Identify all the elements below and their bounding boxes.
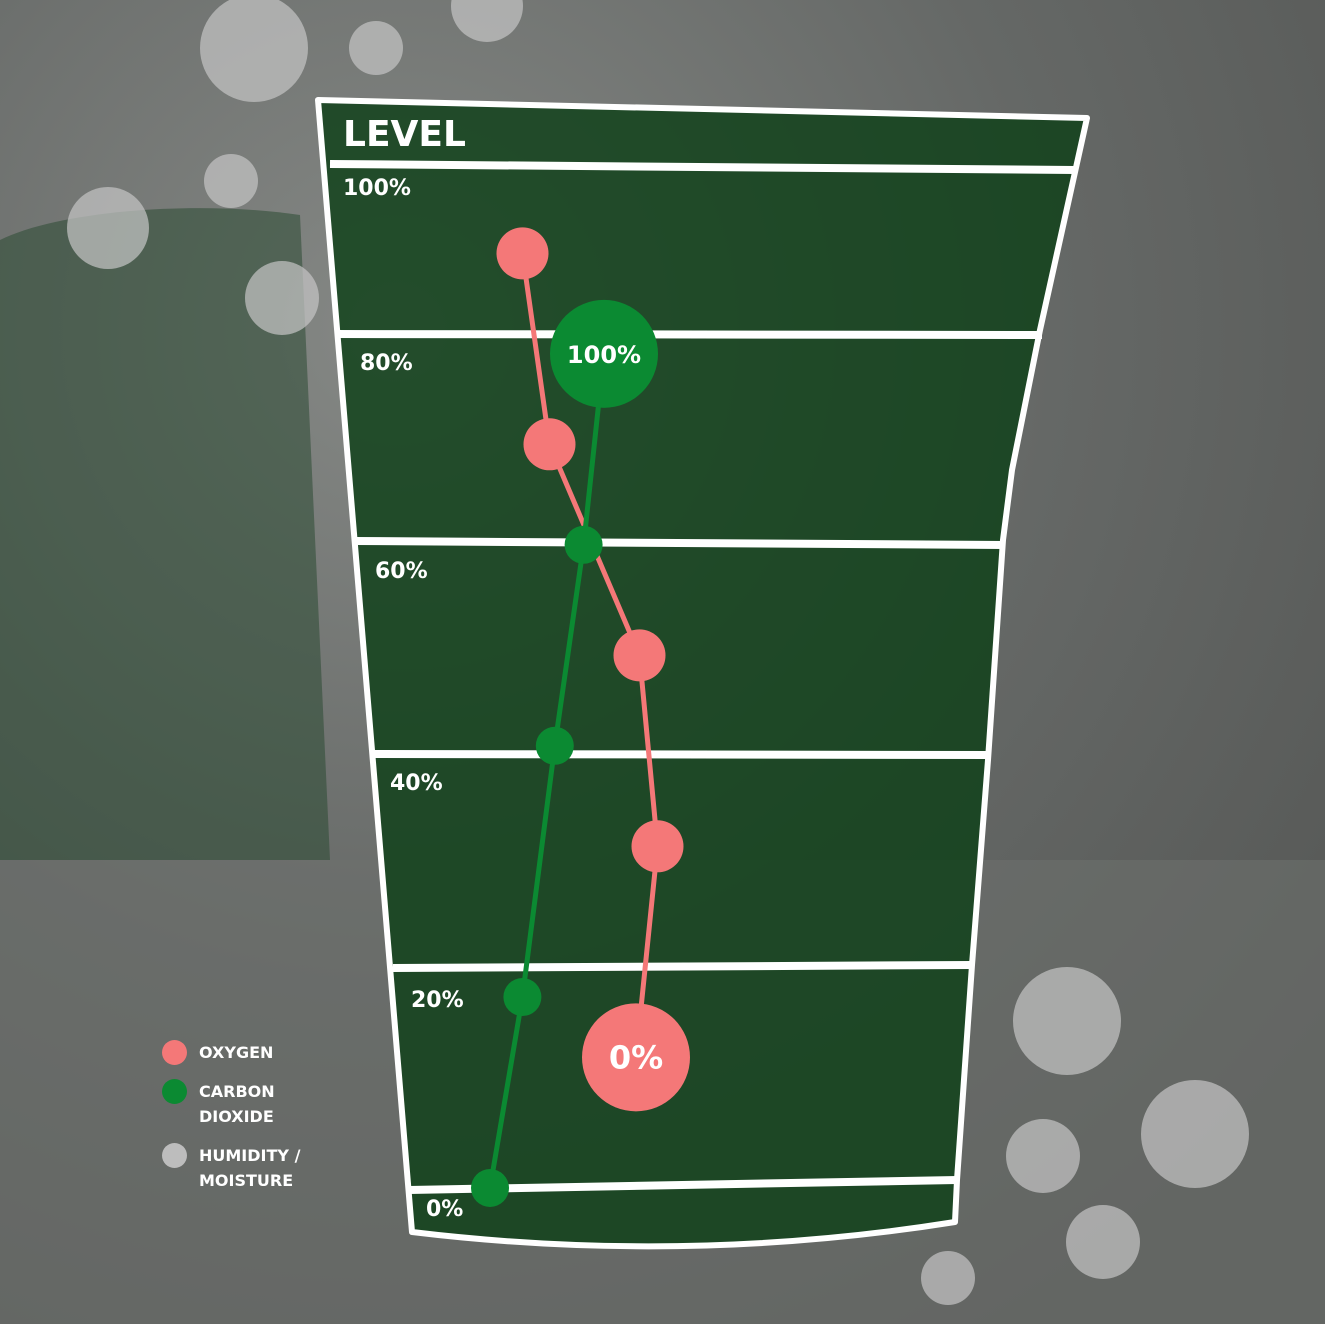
legend-item-carbon-dioxide: CARBON DIOXIDE [162, 1079, 382, 1129]
carbon-dioxide-point [471, 1169, 509, 1207]
moisture-bubble [204, 154, 258, 208]
legend-label: HUMIDITY / MOISTURE [199, 1146, 301, 1190]
level-band-divider [329, 160, 1076, 174]
oxygen-point [613, 629, 666, 682]
carbon-dioxide-legend-dot [162, 1079, 187, 1104]
level-tick-label: 20% [411, 988, 464, 1013]
level-band-divider [392, 961, 973, 972]
moisture-bubble [1141, 1080, 1249, 1188]
oxygen-legend-dot [162, 1040, 187, 1065]
humidity-legend-dot [162, 1143, 187, 1168]
moisture-bubble [1066, 1205, 1140, 1279]
oxygen-point [523, 418, 576, 471]
level-bands: 100% 80% 60% 40% 20% 0% [329, 160, 1076, 1222]
carbon-dioxide-point [535, 726, 574, 765]
oxygen-point [582, 1003, 690, 1112]
level-tick-label: 0% [426, 1197, 463, 1222]
moisture-bubble [67, 187, 149, 269]
level-band-divider [334, 330, 1043, 339]
moisture-bubble [245, 261, 319, 335]
carbon-dioxide-point [564, 525, 603, 564]
point-data-label: 100% [567, 341, 641, 369]
bag-outline [315, 97, 1090, 1250]
chart-title: LEVEL [343, 114, 466, 155]
legend-item-oxygen: OXYGEN [162, 1040, 382, 1065]
level-tick-label: 60% [375, 559, 428, 584]
level-band-divider [373, 750, 989, 759]
moisture-bubble [200, 0, 308, 102]
moisture-bubble [1006, 1119, 1080, 1193]
level-tick-label: 80% [360, 351, 413, 376]
carbon-dioxide-point [550, 299, 658, 408]
series-markers: 0% 100% [471, 227, 690, 1207]
oxygen-point [496, 227, 549, 280]
legend-label: CARBON DIOXIDE [199, 1082, 275, 1126]
carbon-dioxide-point [503, 978, 542, 1017]
level-tick-label: 40% [390, 771, 443, 796]
moisture-bubble [921, 1251, 975, 1305]
legend-label: OXYGEN [199, 1043, 274, 1062]
point-data-label: 0% [609, 1038, 663, 1076]
legend-item-humidity: HUMIDITY / MOISTURE [162, 1143, 382, 1193]
moisture-bubble [1013, 967, 1121, 1075]
level-tick-label: 100% [343, 176, 411, 201]
moisture-bubble [451, 0, 523, 42]
oxygen-point [631, 820, 684, 873]
level-band-divider [354, 537, 1006, 549]
legend: OXYGEN CARBON DIOXIDE HUMIDITY / MOISTUR… [162, 1040, 382, 1207]
moisture-bubbles [67, 0, 1249, 1305]
background-bags-shape [0, 208, 330, 861]
moisture-bubble [349, 21, 403, 75]
